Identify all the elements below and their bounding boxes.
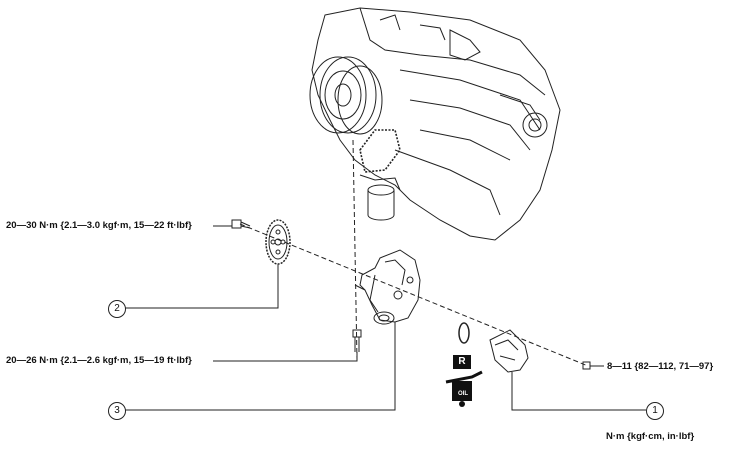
- oil-can-icon: [445, 370, 483, 407]
- sprocket-bolt-torque-label: 20—30 N·m {2.1—3.0 kgf·m, 15—22 ft·lbf}: [6, 220, 192, 231]
- callout-3: 3: [108, 402, 126, 420]
- pump-bolt: [352, 329, 362, 352]
- oil-symbol-label: OIL: [458, 391, 468, 397]
- oil-pump-sprocket: [265, 219, 291, 265]
- units-note: N·m {kgf·cm, in·lbf}: [606, 431, 695, 442]
- sprocket-bolt: [231, 219, 251, 229]
- engine-block: [309, 7, 561, 241]
- pump-bolt-torque-label: 20—26 N·m {2.1—2.6 kgf·m, 15—19 ft·lbf}: [6, 355, 192, 366]
- small-bolt-torque-label: 8—11 {82—112, 71—97}: [607, 361, 714, 372]
- oil-pump-body: [354, 249, 421, 325]
- replace-symbol: R: [453, 355, 471, 369]
- callout-2: 2: [108, 300, 126, 318]
- oil-pump-cover: [489, 329, 529, 373]
- callout-1: 1: [646, 402, 664, 420]
